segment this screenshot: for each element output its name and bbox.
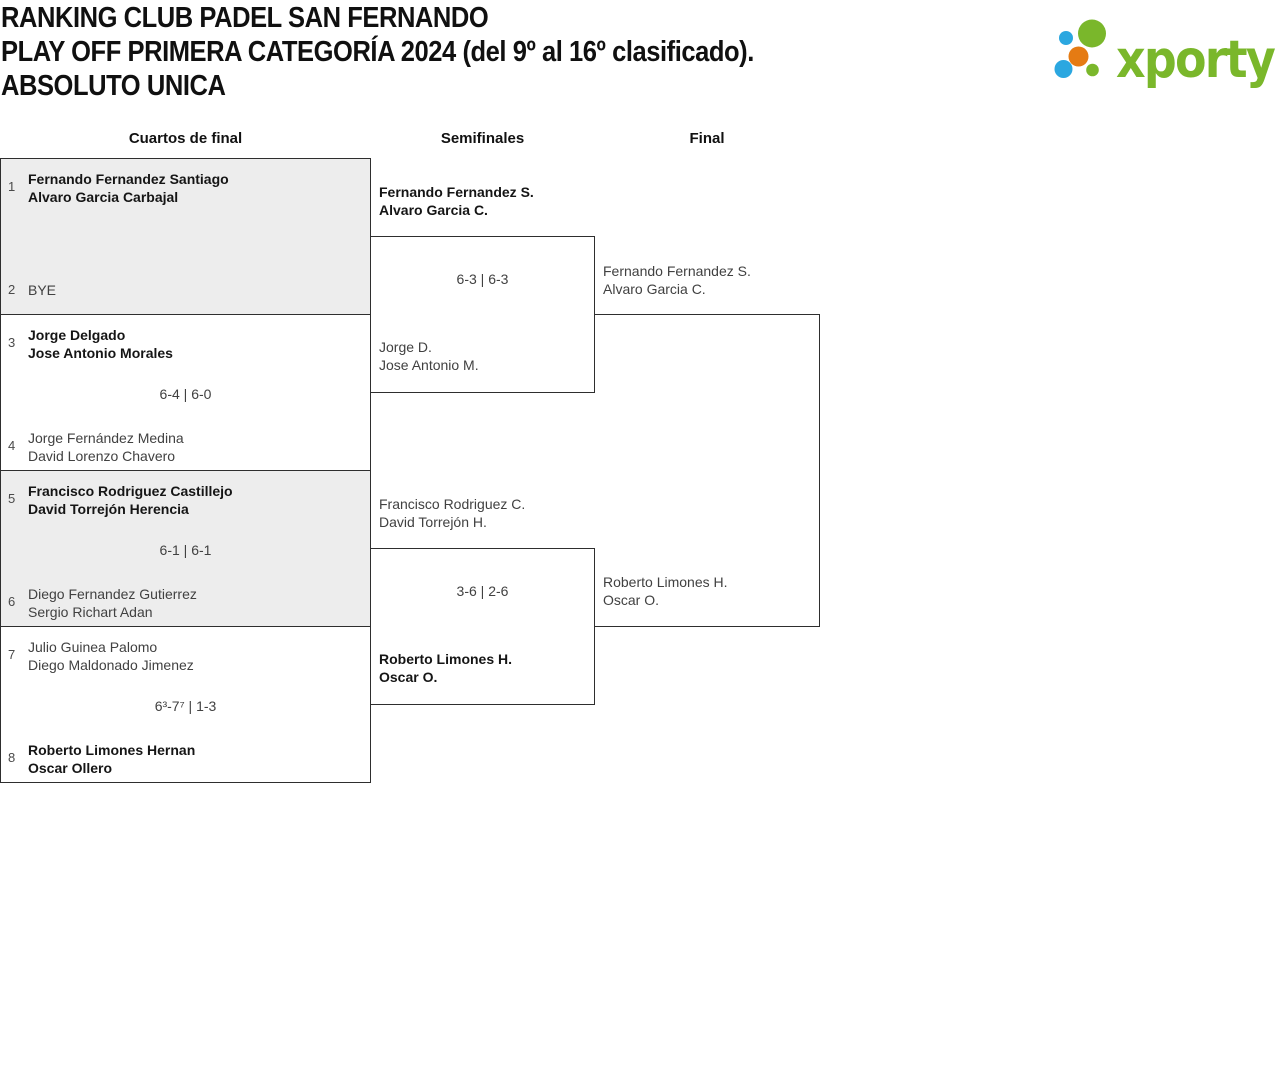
seed-number: 6 bbox=[8, 594, 16, 609]
seed-number: 1 bbox=[8, 179, 16, 194]
team-name-line: Alvaro Garcia C. bbox=[603, 281, 706, 297]
seed-number: 3 bbox=[8, 335, 16, 350]
team-name-line: Jose Antonio Morales bbox=[28, 345, 173, 361]
team-name-line: Sergio Richart Adan bbox=[28, 604, 153, 620]
team-name-line: Jorge Delgado bbox=[28, 327, 126, 343]
xporty-logo[interactable]: xporty bbox=[1048, 0, 1278, 96]
team-name-line: Jorge D. bbox=[379, 339, 432, 355]
team-name-line: Alvaro Garcia C. bbox=[379, 202, 488, 218]
round-header-final: Final bbox=[689, 130, 725, 147]
seed-number: 7 bbox=[8, 647, 16, 662]
round-header-quarterfinals: Cuartos de final bbox=[128, 130, 243, 147]
title-line-3: ABSOLUTO UNICA bbox=[1, 70, 226, 102]
seed-number: 4 bbox=[8, 438, 16, 453]
team-pair: Fernando Fernandez S. Alvaro Garcia C. bbox=[603, 262, 751, 298]
team-name-line: Diego Maldonado Jimenez bbox=[28, 657, 194, 673]
logo-wordmark: xporty bbox=[1116, 30, 1275, 90]
team-name-line: BYE bbox=[28, 282, 57, 298]
team-pair: Roberto Limones H. Oscar O. bbox=[603, 573, 728, 609]
team-name-line: Francisco Rodriguez Castillejo bbox=[28, 483, 233, 499]
team-pair: Roberto Limones H. Oscar O. bbox=[379, 650, 512, 686]
team-pair: Fernando Fernandez S. Alvaro Garcia C. bbox=[379, 183, 534, 219]
team-pair: Fernando Fernandez Santiago Alvaro Garci… bbox=[28, 170, 229, 206]
team-name-line: Roberto Limones H. bbox=[603, 574, 728, 590]
team-name-line: Roberto Limones H. bbox=[379, 651, 513, 667]
team-name-line: Oscar O. bbox=[603, 592, 660, 608]
match-score: 6-3 | 6-3 bbox=[456, 271, 509, 287]
logo-dot-blue-small bbox=[1059, 31, 1073, 45]
team-pair: Francisco Rodriguez C. David Torrejón H. bbox=[379, 495, 525, 531]
match-score: 6-1 | 6-1 bbox=[159, 542, 212, 558]
logo-dot-green-small bbox=[1086, 63, 1099, 77]
team-pair: BYE bbox=[28, 281, 56, 299]
quarterfinal-match-3: 5 Francisco Rodriguez Castillejo David T… bbox=[0, 470, 371, 627]
title-line-2: PLAY OFF PRIMERA CATEGORÍA 2024 (del 9º … bbox=[1, 36, 754, 68]
logo-dot-blue-large bbox=[1054, 60, 1073, 78]
page-title: RANKING CLUB PADEL SAN FERNANDO PLAY OFF… bbox=[1, 1, 754, 103]
round-header-semifinals: Semifinales bbox=[440, 130, 525, 147]
team-name-line: Fernando Fernandez Santiago bbox=[28, 171, 229, 187]
match-score: 3-6 | 2-6 bbox=[456, 583, 509, 599]
logo-dot-orange bbox=[1068, 46, 1089, 67]
team-name-line: Fernando Fernandez S. bbox=[603, 263, 751, 279]
team-pair: Jorge D. Jose Antonio M. bbox=[379, 338, 479, 374]
team-pair: Roberto Limones Hernan Oscar Ollero bbox=[28, 741, 195, 777]
team-pair: Jorge Fernández Medina David Lorenzo Cha… bbox=[28, 429, 184, 465]
team-name-line: Alvaro Garcia Carbajal bbox=[28, 189, 179, 205]
team-name-line: Francisco Rodriguez C. bbox=[379, 496, 526, 512]
match-score: 6-4 | 6-0 bbox=[159, 386, 212, 402]
semifinal-match-2: Francisco Rodriguez C. David Torrejón H.… bbox=[370, 496, 595, 705]
team-name-line: Roberto Limones Hernan bbox=[28, 742, 196, 758]
logo-dot-green-large bbox=[1078, 19, 1106, 48]
seed-number: 5 bbox=[8, 491, 16, 506]
seed-number: 2 bbox=[8, 282, 16, 297]
quarterfinal-match-2: 3 Jorge Delgado Jose Antonio Morales 6-4… bbox=[0, 314, 371, 471]
team-pair: Julio Guinea Palomo Diego Maldonado Jime… bbox=[28, 638, 194, 674]
title-line-1: RANKING CLUB PADEL SAN FERNANDO bbox=[1, 2, 489, 34]
team-name-line: David Lorenzo Chavero bbox=[28, 448, 176, 464]
team-name-line: Oscar O. bbox=[379, 669, 438, 685]
team-pair: Jorge Delgado Jose Antonio Morales bbox=[28, 326, 173, 362]
match-score: 6³-7⁷ | 1-3 bbox=[154, 698, 217, 714]
final-match: Fernando Fernandez S. Alvaro Garcia C. R… bbox=[594, 263, 820, 627]
team-name-line: Fernando Fernandez S. bbox=[379, 184, 534, 200]
seed-number: 8 bbox=[8, 750, 16, 765]
team-name-line: Jose Antonio M. bbox=[379, 357, 479, 373]
team-name-line: Jorge Fernández Medina bbox=[28, 430, 184, 446]
team-pair: Diego Fernandez Gutierrez Sergio Richart… bbox=[28, 585, 197, 621]
team-name-line: Julio Guinea Palomo bbox=[28, 639, 158, 655]
quarterfinal-match-1: 1 Fernando Fernandez Santiago Alvaro Gar… bbox=[0, 158, 371, 315]
team-name-line: Oscar Ollero bbox=[28, 760, 113, 776]
team-pair: Francisco Rodriguez Castillejo David Tor… bbox=[28, 482, 233, 518]
team-name-line: Diego Fernandez Gutierrez bbox=[28, 586, 197, 602]
team-name-line: David Torrejón H. bbox=[379, 514, 487, 530]
team-name-line: David Torrejón Herencia bbox=[28, 501, 189, 517]
quarterfinal-match-4: 7 Julio Guinea Palomo Diego Maldonado Ji… bbox=[0, 626, 371, 783]
semifinal-match-1: Fernando Fernandez S. Alvaro Garcia C. 6… bbox=[370, 184, 595, 393]
